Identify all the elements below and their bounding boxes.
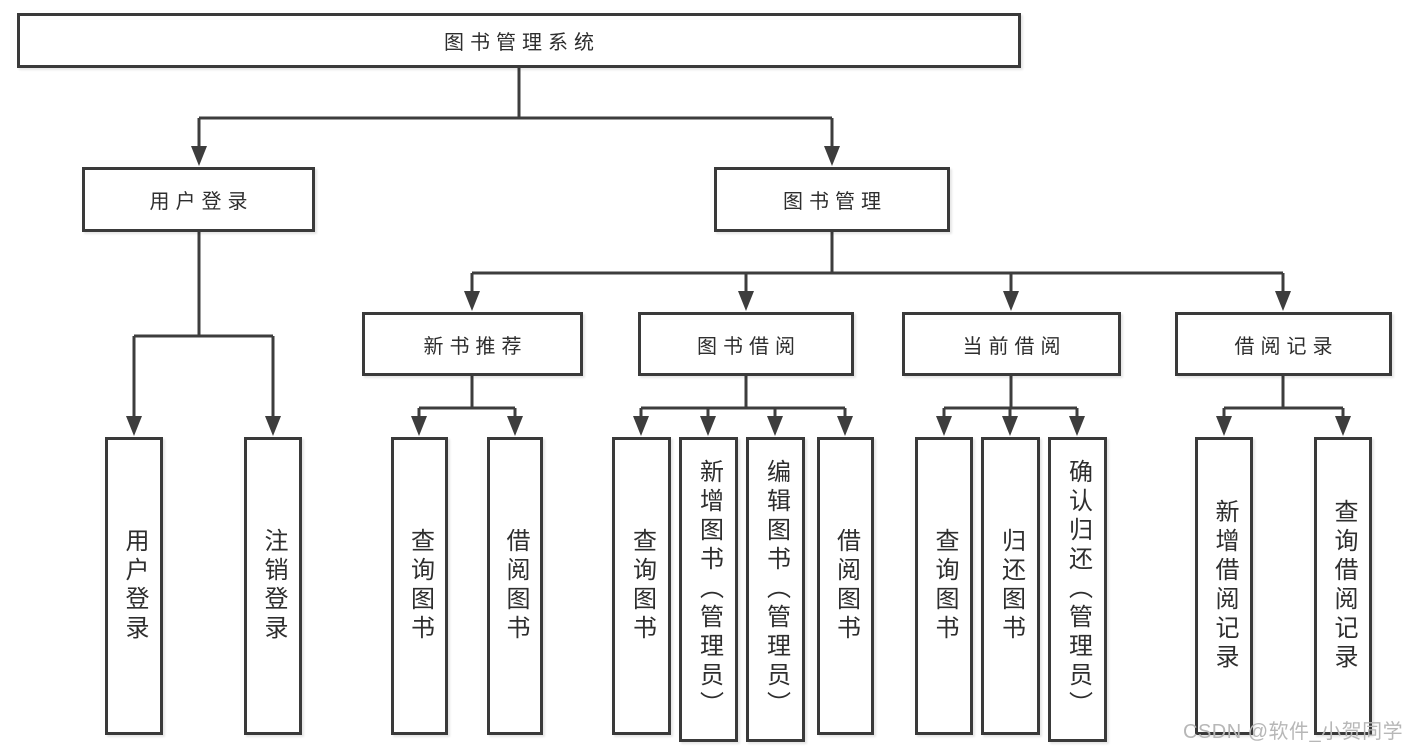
node-current-borrowing: 当前借阅 xyxy=(902,312,1121,376)
leaf-user-login: 用户登录 xyxy=(105,437,163,735)
node-borrow-records: 借阅记录 xyxy=(1175,312,1392,376)
leaf-edit-book-admin: 编辑图书（管理员） xyxy=(746,437,805,742)
node-current-borrowing-label: 当前借阅 xyxy=(962,335,1067,358)
leaf-query-books-current-label: 查询图书 xyxy=(931,528,958,644)
leaf-query-books-recommend-label: 查询图书 xyxy=(406,528,434,644)
node-user-login: 用户登录 xyxy=(82,167,315,232)
leaf-user-login-label: 用户登录 xyxy=(121,528,148,644)
leaf-borrow-books-borrowing: 借阅图书 xyxy=(817,437,874,735)
leaf-query-books-borrowing: 查询图书 xyxy=(612,437,671,735)
leaf-borrow-books-recommend: 借阅图书 xyxy=(487,437,543,735)
node-book-management: 图书管理 xyxy=(714,167,950,232)
leaf-return-book-label: 归还图书 xyxy=(997,528,1025,644)
leaf-logout-login-label: 注销登录 xyxy=(260,528,287,644)
node-root-label: 图书管理系统 xyxy=(444,32,600,54)
leaf-confirm-return-admin: 确认归还（管理员） xyxy=(1048,437,1107,742)
node-new-book-recommend-label: 新书推荐 xyxy=(423,335,528,358)
node-root-library-system: 图书管理系统 xyxy=(17,13,1021,68)
leaf-borrow-books-borrowing-label: 借阅图书 xyxy=(832,528,860,644)
leaf-query-books-current: 查询图书 xyxy=(915,437,973,735)
node-book-management-label: 图书管理 xyxy=(783,191,887,213)
leaf-query-borrow-record: 查询借阅记录 xyxy=(1314,437,1372,735)
leaf-borrow-books-recommend-label: 借阅图书 xyxy=(502,528,529,644)
leaf-add-book-admin-label: 新增图书（管理员） xyxy=(695,459,723,720)
leaf-logout-login: 注销登录 xyxy=(244,437,302,735)
node-new-book-recommend: 新书推荐 xyxy=(362,312,583,376)
node-user-login-label: 用户登录 xyxy=(149,191,254,213)
leaf-add-book-admin: 新增图书（管理员） xyxy=(679,437,738,742)
node-borrow-records-label: 借阅记录 xyxy=(1234,335,1339,358)
node-book-borrowing: 图书借阅 xyxy=(638,312,854,376)
leaf-query-books-recommend: 查询图书 xyxy=(391,437,448,735)
leaf-query-books-borrowing-label: 查询图书 xyxy=(628,528,656,644)
csdn-watermark: CSDN @软件_小贺同学 xyxy=(1183,721,1404,743)
leaf-confirm-return-admin-label: 确认归还（管理员） xyxy=(1064,459,1092,720)
leaf-query-borrow-record-label: 查询借阅记录 xyxy=(1330,499,1357,673)
leaf-add-borrow-record: 新增借阅记录 xyxy=(1195,437,1253,735)
node-book-borrowing-label: 图书借阅 xyxy=(697,335,801,358)
leaf-edit-book-admin-label: 编辑图书（管理员） xyxy=(762,459,790,720)
leaf-return-book: 归还图书 xyxy=(981,437,1040,735)
leaf-add-borrow-record-label: 新增借阅记录 xyxy=(1211,499,1238,673)
